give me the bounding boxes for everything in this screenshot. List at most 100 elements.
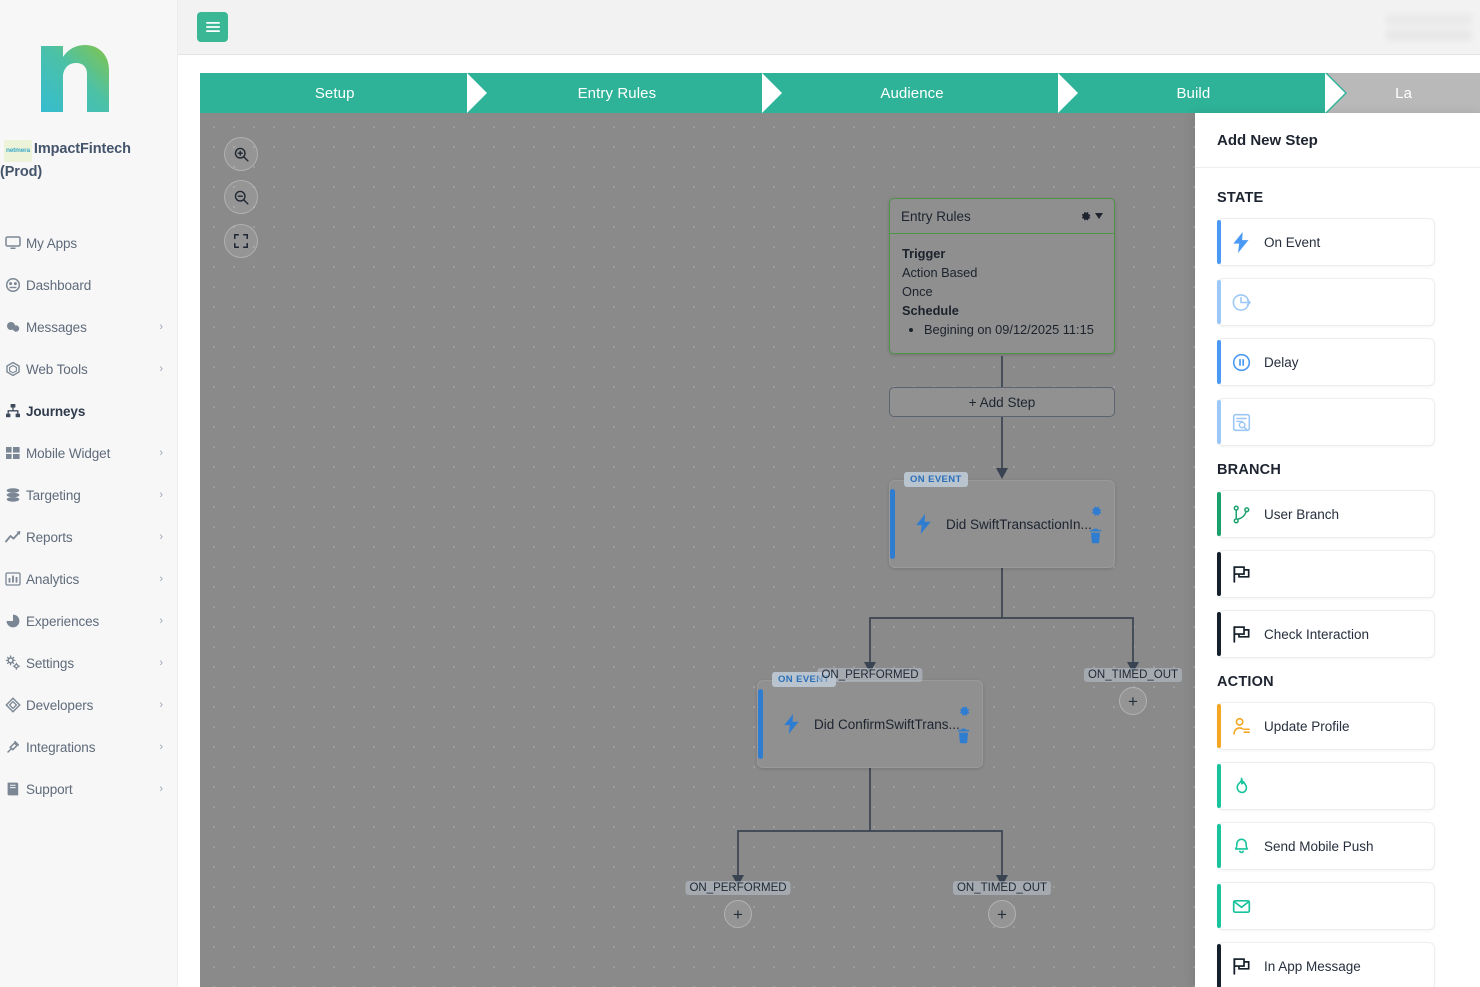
event-node-2[interactable]: ON EVENT Did ConfirmSwiftTrans... xyxy=(757,672,983,768)
add-branch-step-button-3[interactable]: + xyxy=(988,900,1016,928)
sidebar-item-label: Targeting xyxy=(26,487,81,503)
chevron-right-icon: › xyxy=(159,488,163,501)
sidebar-item-targeting[interactable]: Targeting › xyxy=(0,474,177,516)
panel-group-title-branch: BRANCH xyxy=(1217,462,1282,478)
time-window-icon xyxy=(1218,293,1264,312)
add-step-button[interactable]: + Add Step xyxy=(889,387,1115,417)
step-card-check-interaction[interactable]: Check Interaction xyxy=(1217,610,1435,658)
sidebar-item-developers[interactable]: Developers› xyxy=(0,684,177,726)
step-card-send-mobile-push[interactable]: Send Mobile Push xyxy=(1217,822,1435,870)
sidebar-item-mobile-widget[interactable]: Mobile Widget› xyxy=(0,432,177,474)
targeting-icon xyxy=(6,488,20,502)
step-card-fire[interactable] xyxy=(1217,762,1435,810)
sidebar-item-reports[interactable]: Reports› xyxy=(0,516,177,558)
stepper-step-audience[interactable]: Audience xyxy=(764,73,1080,113)
monitor-icon xyxy=(0,235,26,251)
sidebar-item-label: Experiences xyxy=(26,613,100,629)
entry-rules-node[interactable]: Entry Rules Trigger Action Based Once Sc… xyxy=(889,198,1115,354)
event-node-label: Did SwiftTransactionIn... xyxy=(946,516,1092,532)
chevron-right-icon: › xyxy=(159,572,163,585)
header-user-area-blurred[interactable] xyxy=(1386,14,1472,42)
stepper-step-build[interactable]: Build xyxy=(1059,73,1348,113)
stepper-step-setup[interactable]: Setup xyxy=(200,73,490,113)
fit-screen-button[interactable] xyxy=(224,224,258,258)
add-branch-step-button-1[interactable]: + xyxy=(1119,687,1147,715)
entry-rules-settings-button[interactable] xyxy=(1079,210,1103,223)
card-accent-bar xyxy=(1217,884,1221,928)
sidebar-item-support[interactable]: Support› xyxy=(0,768,177,810)
zoom-in-button[interactable] xyxy=(224,137,258,171)
trigger-type: Action Based xyxy=(902,265,978,280)
sidebar-item-label: Journeys xyxy=(26,403,86,419)
step-card-on-event[interactable]: On Event xyxy=(1217,218,1435,266)
edge-label-on-performed-1: ON_PERFORMED xyxy=(817,668,923,682)
step-card-delay[interactable]: Delay xyxy=(1217,338,1435,386)
fit-screen-icon xyxy=(234,234,248,248)
sidebar-item-journeys[interactable]: Journeys xyxy=(0,390,177,432)
add-branch-step-button-2[interactable]: + xyxy=(724,900,752,928)
step-card-label: User Branch xyxy=(1264,506,1340,522)
mobile-widget-icon xyxy=(0,445,26,461)
step-card-user-branch[interactable]: User Branch xyxy=(1217,490,1435,538)
step-card-label: On Event xyxy=(1264,234,1321,250)
sidebar-item-experiences[interactable]: Experiences › xyxy=(0,600,177,642)
trash-icon[interactable] xyxy=(1089,528,1102,544)
journeys-icon xyxy=(6,404,20,418)
schedule-heading: Schedule xyxy=(902,303,959,318)
sidebar-item-my-apps[interactable]: My Apps xyxy=(0,222,177,264)
developers-icon xyxy=(5,697,21,713)
step-card-update-profile[interactable]: Update Profile xyxy=(1217,702,1435,750)
step-card-label: Update Profile xyxy=(1264,718,1350,734)
sidebar-item-label: Analytics xyxy=(26,571,80,587)
journey-edges xyxy=(732,356,1139,886)
sidebar-item-messages[interactable]: Messages› xyxy=(0,306,177,348)
flag-icon xyxy=(1232,565,1250,583)
netmera-logo-icon xyxy=(41,45,109,112)
step-card-flag[interactable] xyxy=(1217,550,1435,598)
card-accent-bar xyxy=(1217,492,1221,536)
zoom-out-button[interactable] xyxy=(224,180,258,214)
sidebar-item-settings[interactable]: Settings› xyxy=(0,642,177,684)
branch-icon xyxy=(1218,505,1264,524)
hamburger-menu-button[interactable] xyxy=(197,12,228,42)
app-name-text: ImpactFintech xyxy=(33,141,131,157)
step-card-in-app-message[interactable]: In App Message xyxy=(1217,942,1435,987)
event-node-1[interactable]: ON EVENT Did SwiftTransactionIn... xyxy=(889,472,1115,568)
flag-icon xyxy=(1232,625,1250,643)
fire-icon xyxy=(1218,777,1264,796)
step-card-envelope[interactable] xyxy=(1217,882,1435,930)
gear-icon[interactable] xyxy=(1089,505,1103,519)
sidebar-item-label: Reports xyxy=(26,529,73,545)
sidebar-item-web-tools[interactable]: Web Tools› xyxy=(0,348,177,390)
stepper-step-entry-rules[interactable]: Entry Rules xyxy=(469,73,785,113)
integrations-icon xyxy=(7,740,20,753)
stepper-step-la[interactable]: La xyxy=(1327,73,1480,113)
document-search-icon xyxy=(1218,413,1264,432)
trash-icon[interactable] xyxy=(957,728,970,744)
panel-group-title-state: STATE xyxy=(1217,190,1264,206)
integrations-icon xyxy=(0,739,26,755)
gear-icon[interactable] xyxy=(957,705,971,719)
experiences-icon xyxy=(6,614,20,628)
sidebar-item-dashboard[interactable]: Dashboard xyxy=(0,264,177,306)
card-accent-bar xyxy=(1217,824,1221,868)
pause-circle-icon xyxy=(1218,353,1264,372)
edge-label-on-timed-out-1: ON_TIMED_OUT xyxy=(1083,668,1183,682)
analytics-icon xyxy=(5,572,21,586)
step-card-document-search[interactable] xyxy=(1217,398,1435,446)
flag-icon xyxy=(1232,957,1250,975)
chevron-right-icon: › xyxy=(159,614,163,627)
dashboard-icon xyxy=(5,277,21,293)
analytics-icon xyxy=(0,571,26,587)
trigger-frequency: Once xyxy=(902,284,933,299)
chevron-right-icon: › xyxy=(159,698,163,711)
step-card-time-window[interactable] xyxy=(1217,278,1435,326)
sidebar-item-integrations[interactable]: Integrations› xyxy=(0,726,177,768)
card-accent-bar xyxy=(1217,764,1221,808)
journeys-icon xyxy=(0,403,26,419)
sidebar-item-analytics[interactable]: Analytics › xyxy=(0,558,177,600)
